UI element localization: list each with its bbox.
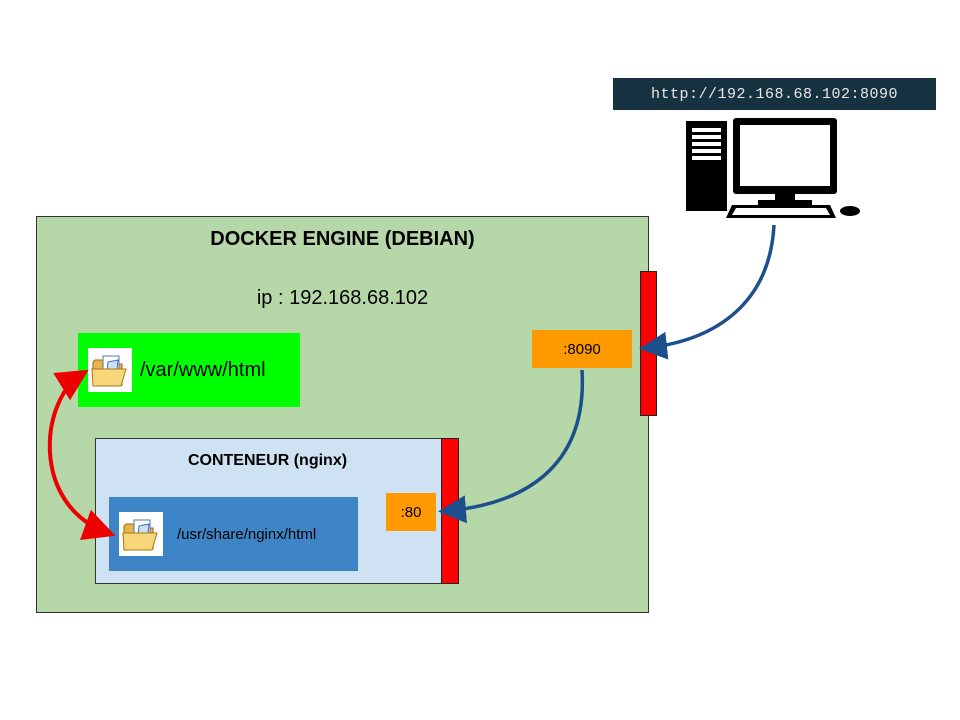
docker-engine-ip: ip : 192.168.68.102 bbox=[256, 287, 429, 309]
container-firewall-bar bbox=[441, 438, 459, 584]
folder-icon bbox=[88, 348, 132, 392]
docker-engine-title: DOCKER ENGINE (DEBIAN) bbox=[210, 228, 475, 250]
container-volume-path: /usr/share/nginx/html bbox=[177, 525, 317, 543]
desktop-computer-icon bbox=[686, 118, 860, 218]
url-bar: http://192.168.68.102:8090 bbox=[613, 78, 936, 110]
client-to-host-port-arrow bbox=[639, 224, 776, 360]
host-port-badge: :8090 bbox=[532, 330, 632, 368]
container-volume-box: /usr/share/nginx/html bbox=[109, 497, 358, 571]
container-port-badge: :80 bbox=[386, 493, 436, 531]
container-title: CONTENEUR (nginx) bbox=[187, 452, 348, 469]
host-volume-box: /var/www/html bbox=[78, 333, 300, 407]
engine-firewall-bar bbox=[640, 271, 657, 416]
folder-icon bbox=[119, 512, 163, 556]
host-volume-path: /var/www/html bbox=[140, 358, 266, 381]
